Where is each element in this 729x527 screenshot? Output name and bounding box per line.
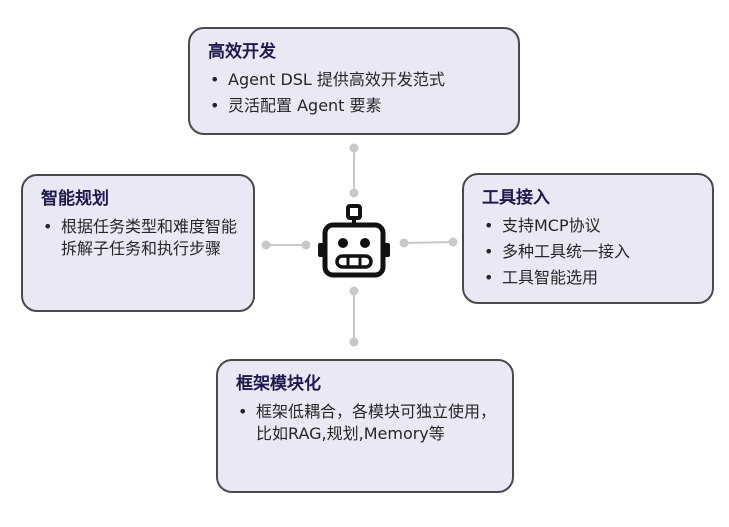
feature-box-tool-access: 工具接入 • 支持MCP协议 • 多种工具统一接入 • 工具智能选用	[462, 173, 714, 304]
connector-right	[403, 241, 454, 244]
bullet-icon: •	[484, 268, 494, 287]
robot-eye-left	[338, 238, 348, 248]
bullet-icon: •	[484, 216, 494, 235]
bullet-icon: •	[210, 70, 220, 89]
robot-head	[322, 222, 386, 278]
feature-item-text: 根据任务类型和难度智能拆解子任务和执行步骤	[61, 217, 238, 258]
bullet-icon: •	[43, 217, 53, 236]
feature-item: • Agent DSL 提供高效开发范式	[208, 69, 502, 91]
connector-bottom-dot-start	[349, 286, 359, 296]
feature-item-text: 多种工具统一接入	[502, 242, 631, 261]
robot-eye-right	[360, 238, 370, 248]
feature-item-text: 支持MCP协议	[502, 216, 601, 235]
feature-box-efficient-dev: 高效开发 • Agent DSL 提供高效开发范式 • 灵活配置 Agent 要素	[188, 27, 520, 135]
feature-item: • 灵活配置 Agent 要素	[208, 95, 502, 117]
feature-item: • 支持MCP协议	[482, 215, 696, 237]
bullet-icon: •	[210, 96, 220, 115]
feature-item: • 多种工具统一接入	[482, 241, 696, 263]
feature-item-text: 灵活配置 Agent 要素	[228, 96, 382, 115]
connector-right-dot-end	[448, 237, 458, 247]
connector-left-dot-start	[301, 240, 311, 250]
connector-top-dot-start	[349, 188, 359, 198]
bullet-icon: •	[484, 242, 494, 261]
feature-list: • Agent DSL 提供高效开发范式 • 灵活配置 Agent 要素	[208, 69, 502, 117]
feature-item: • 根据任务类型和难度智能拆解子任务和执行步骤	[41, 216, 237, 260]
robot-icon	[318, 204, 390, 278]
connector-top-dot-end	[349, 143, 359, 153]
feature-item-text: 工具智能选用	[502, 268, 599, 287]
feature-box-modular-framework: 框架模块化 • 框架低耦合，各模块可独立使用，比如RAG,规划,Memory等	[216, 359, 514, 493]
feature-title: 智能规划	[41, 189, 109, 209]
feature-title: 框架模块化	[236, 374, 321, 394]
robot-ear-right	[384, 243, 390, 257]
robot-mouth	[335, 254, 373, 269]
bullet-icon: •	[238, 402, 248, 421]
feature-item: • 工具智能选用	[482, 267, 696, 289]
feature-title: 工具接入	[482, 188, 550, 208]
feature-item-text: Agent DSL 提供高效开发范式	[228, 70, 445, 89]
connector-bottom-dot-end	[349, 337, 359, 347]
robot-ear-left	[318, 243, 324, 257]
connector-right-dot-start	[399, 238, 409, 248]
robot-antenna	[346, 204, 362, 220]
feature-item: • 框架低耦合，各模块可独立使用，比如RAG,规划,Memory等	[236, 401, 496, 445]
feature-list: • 框架低耦合，各模块可独立使用，比如RAG,规划,Memory等	[236, 401, 496, 445]
connector-left-dot-end	[261, 240, 271, 250]
feature-list: • 支持MCP协议 • 多种工具统一接入 • 工具智能选用	[482, 215, 696, 289]
feature-title: 高效开发	[208, 42, 276, 62]
feature-item-text: 框架低耦合，各模块可独立使用，比如RAG,规划,Memory等	[256, 402, 497, 443]
feature-box-smart-planning: 智能规划 • 根据任务类型和难度智能拆解子任务和执行步骤	[21, 174, 255, 312]
feature-list: • 根据任务类型和难度智能拆解子任务和执行步骤	[41, 216, 237, 260]
